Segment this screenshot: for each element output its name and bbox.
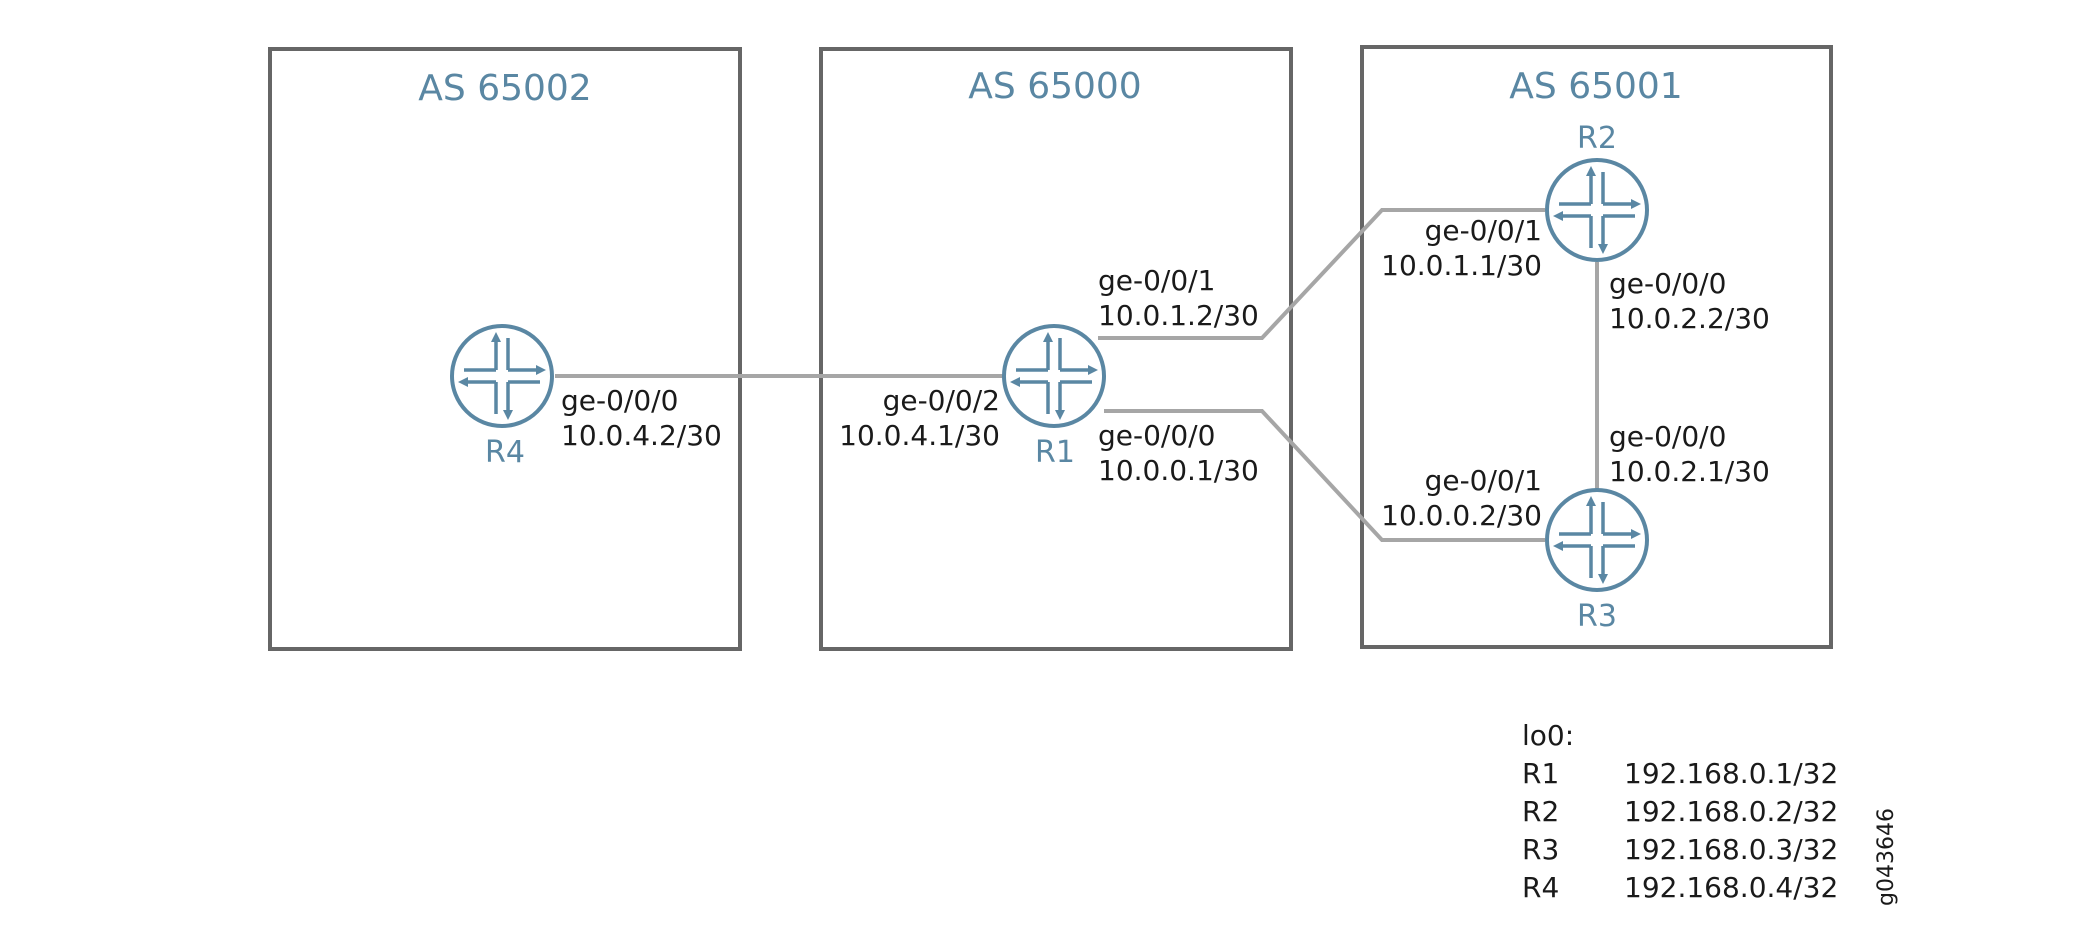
r1-ge002-name: ge-0/0/2: [883, 384, 1000, 417]
router-r4-label: R4: [485, 435, 525, 470]
as-label-65002: AS 65002: [418, 68, 591, 109]
legend-address: 192.168.0.3/32: [1624, 833, 1838, 866]
legend-router: R3: [1522, 833, 1559, 866]
r3-ge000-name: ge-0/0/0: [1609, 420, 1726, 453]
r4-ge000-name: ge-0/0/0: [561, 384, 678, 417]
legend-address: 192.168.0.2/32: [1624, 795, 1838, 828]
link-r1-r3: [1104, 409, 1545, 542]
router-r3-label: R3: [1577, 599, 1617, 634]
r2-ge000-name: ge-0/0/0: [1609, 267, 1726, 300]
r1-ge001-ip: 10.0.1.2/30: [1098, 299, 1259, 332]
legend-router: R1: [1522, 757, 1559, 790]
link-r1-r2: [1098, 208, 1545, 340]
loopback-legend: lo0: R1 192.168.0.1/32 R2 192.168.0.2/32…: [1522, 719, 1838, 904]
r1-ge000-name: ge-0/0/0: [1098, 419, 1215, 452]
router-r2-label: R2: [1577, 121, 1617, 156]
r1-ge000-ip: 10.0.0.1/30: [1098, 454, 1259, 487]
r1-ge001-name: ge-0/0/1: [1098, 264, 1215, 297]
as-box-65001: [1360, 45, 1833, 649]
r4-ge000-ip: 10.0.4.2/30: [561, 419, 722, 452]
r3-ge000-ip: 10.0.2.1/30: [1609, 455, 1770, 488]
legend-router: R4: [1522, 871, 1559, 904]
as-label-65001: AS 65001: [1509, 66, 1682, 107]
legend-router: R2: [1522, 795, 1559, 828]
r3-ge001-ip: 10.0.0.2/30: [1381, 499, 1542, 532]
router-r3-icon: [1545, 488, 1649, 592]
router-r1-icon: [1002, 324, 1106, 428]
r3-ge001-name: ge-0/0/1: [1425, 464, 1542, 497]
figure-id: g043646: [1874, 808, 1899, 906]
r2-ge001-name: ge-0/0/1: [1425, 214, 1542, 247]
as-label-65000: AS 65000: [968, 66, 1141, 107]
as-box-65000: [819, 47, 1293, 651]
r1-ge002-ip: 10.0.4.1/30: [839, 419, 1000, 452]
router-r2-icon: [1545, 158, 1649, 262]
r2-ge001-ip: 10.0.1.1/30: [1381, 249, 1542, 282]
r2-ge000-ip: 10.0.2.2/30: [1609, 302, 1770, 335]
legend-title: lo0:: [1522, 719, 1574, 752]
legend-address: 192.168.0.1/32: [1624, 757, 1838, 790]
router-r1-label: R1: [1035, 435, 1075, 470]
router-r4-icon: [450, 324, 554, 428]
as-box-65002: [268, 47, 742, 651]
legend-address: 192.168.0.4/32: [1624, 871, 1838, 904]
